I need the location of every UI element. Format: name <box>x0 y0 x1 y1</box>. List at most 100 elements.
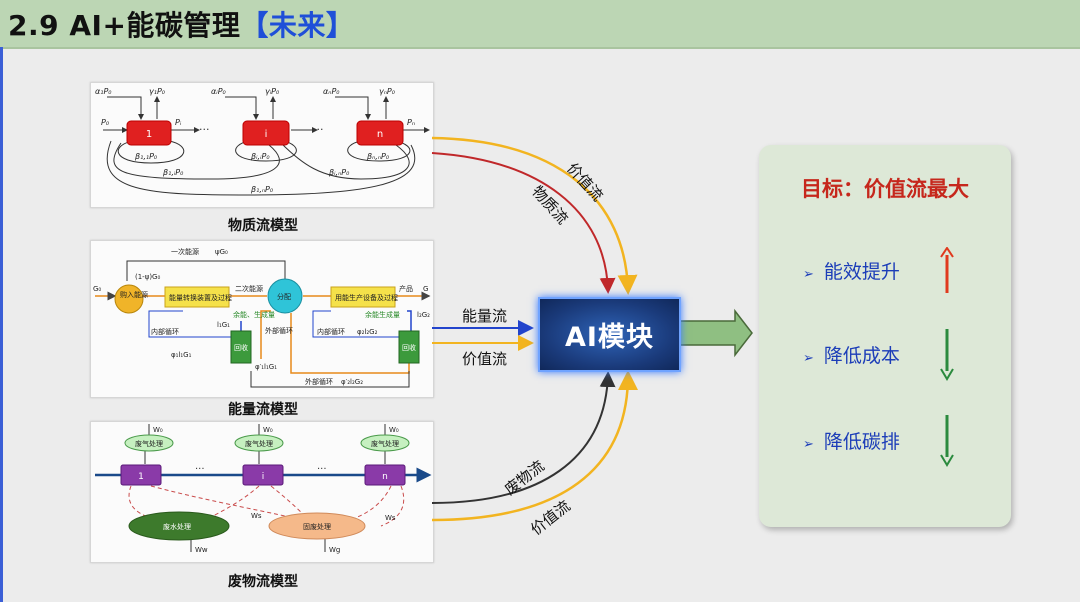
gas-node-1 <box>124 434 174 452</box>
label-outi: γᵢP₀ <box>265 87 280 96</box>
node-i-label: i <box>265 129 268 140</box>
solid-node <box>268 512 366 540</box>
recover-node-1 <box>230 330 252 364</box>
distribute-node <box>267 278 303 314</box>
label-pi: Pᵢ <box>175 118 182 127</box>
waste-dots-2: ··· <box>317 464 327 475</box>
node-i <box>242 120 290 146</box>
waste-node-n <box>364 464 406 486</box>
title-main: 2.9 AI+能碳管理 <box>8 9 241 42</box>
label-convert: 能量转换装置及过程 <box>169 293 232 302</box>
label-secondary: 二次能源 <box>235 284 263 293</box>
energy-flow-caption: 能量流模型 <box>228 402 298 418</box>
label-bnn: βₙ,ₙP₀ <box>366 152 390 161</box>
material-flow-label: 物质流 <box>528 182 572 228</box>
goal-item-label: 降低碳排 <box>823 431 900 453</box>
label-distribute: 分配 <box>277 292 291 301</box>
label-produce: 用能生产设备及过程 <box>335 293 398 302</box>
w0-label-2: W₀ <box>263 426 273 434</box>
gas-label-1: 废气处理 <box>135 439 163 448</box>
gas-node-3 <box>360 434 410 452</box>
label-phi22: φ₂l₂G₂ <box>357 328 378 336</box>
node-n-label: n <box>377 129 383 140</box>
label-phi12: φ′₁l₁G₁ <box>255 363 277 371</box>
goal-item-label: 能效提升 <box>823 261 900 283</box>
w0-label-1: W₀ <box>153 426 163 434</box>
water-label: 废水处理 <box>163 522 191 531</box>
up-arrow-icon <box>940 247 954 293</box>
value-flow-label-mid: 价值流 <box>462 350 508 368</box>
label-inn: αₙP₀ <box>323 87 340 96</box>
waste-dots-1: ··· <box>195 464 205 475</box>
waste-node-1-label: 1 <box>138 472 144 482</box>
node-1 <box>126 120 172 146</box>
goal-item-efficiency: ➢ 能效提升 <box>803 257 900 284</box>
water-node <box>128 511 230 541</box>
goal-item-cost: ➢降低成本 <box>803 341 900 368</box>
ai-module: AI模块 <box>538 297 681 372</box>
goal-item-label: 降低成本 <box>823 345 900 367</box>
energy-flow-label: 能量流 <box>462 307 508 325</box>
goal-card: 目标：价值流最大 ➢ 能效提升 ➢降低成本 ➢ 降低碳排 <box>759 145 1011 527</box>
label-psi: ψG₀ <box>215 248 228 256</box>
label-waste-energy-2: 余能生成量 <box>365 310 400 319</box>
purchase-node <box>114 284 144 314</box>
label-l2g2: l₂G₂ <box>417 311 430 319</box>
material-flow-svg: α₁P₀ γ₁P₀ αᵢP₀ γᵢP₀ αₙP₀ γₙP₀ P₀ Pᵢ Pₙ β… <box>95 87 430 196</box>
value-flow-label-top: 价值流 <box>563 159 607 205</box>
label-primary: 一次能源 <box>171 247 199 256</box>
label-out1: γ₁P₀ <box>149 87 166 96</box>
down-arrow-icon <box>940 415 954 467</box>
goal-item-carbon: ➢ 降低碳排 <box>803 427 900 454</box>
waste-flow-diagram: 废气处理 废气处理 废气处理 W₀ W₀ W₀ Ws Ws Ww Wg 废水处理… <box>90 421 434 563</box>
convert-node <box>164 286 230 308</box>
label-p0: P₀ <box>101 118 110 127</box>
ww-label: Ww <box>195 546 208 554</box>
label-g0: G₀ <box>93 285 101 293</box>
dots-1: ··· <box>199 123 210 136</box>
label-g: G <box>423 285 428 293</box>
down-arrow-icon <box>940 329 954 381</box>
energy-flow-diagram: 一次能源 ψG₀ G₀ G (1-ψ)G₀ 二次能源 产品 余能、生成量 余能生… <box>90 240 434 398</box>
left-accent-line <box>0 47 3 602</box>
waste-node-i-label: i <box>262 472 265 482</box>
label-b1i: β₁,ᵢP₀ <box>162 168 184 177</box>
label-recover-2: 回收 <box>402 343 416 352</box>
label-product: 产品 <box>399 284 413 293</box>
label-outer-cycle-v: 外部循环 <box>265 326 293 335</box>
w0-label-3: W₀ <box>389 426 399 434</box>
wg-label: Wg <box>329 546 340 554</box>
title-highlight: 【未来】 <box>240 9 355 42</box>
bullet-arrow-icon: ➢ <box>803 267 814 282</box>
gas-label-3: 废气处理 <box>371 439 399 448</box>
label-phi2o: φ′₂l₂G₂ <box>341 378 363 386</box>
label-one-minus-psi: (1-ψ)G₀ <box>135 273 160 281</box>
recover-node-2 <box>398 330 420 364</box>
value-flow-label-bottom: 价值流 <box>527 496 574 539</box>
label-l1g1: l₁G₁ <box>217 321 230 329</box>
label-b1n: β₁,ₙP₀ <box>250 185 274 194</box>
waste-node-1 <box>120 464 162 486</box>
bullet-arrow-icon: ➢ <box>803 437 814 452</box>
material-flow-diagram: α₁P₀ γ₁P₀ αᵢP₀ γᵢP₀ αₙP₀ γₙP₀ P₀ Pᵢ Pₙ β… <box>90 82 434 208</box>
label-outer-cycle: 外部循环 <box>305 377 333 386</box>
label-ini: αᵢP₀ <box>211 87 227 96</box>
waste-flow-label: 废物流 <box>501 456 548 499</box>
waste-flow-caption: 废物流模型 <box>228 574 298 590</box>
slide-title: 2.9 AI+能碳管理【未来】 <box>8 4 354 44</box>
waste-node-n-label: n <box>382 472 388 482</box>
label-phi1: φ₁l₁G₁ <box>171 351 192 359</box>
energy-flow-svg: 一次能源 ψG₀ G₀ G (1-ψ)G₀ 二次能源 产品 余能、生成量 余能生… <box>93 247 431 388</box>
label-pn: Pₙ <box>407 118 415 127</box>
solid-label: 固废处理 <box>303 522 331 531</box>
label-outn: γₙP₀ <box>379 87 396 96</box>
label-waste-energy: 余能、生成量 <box>233 310 275 319</box>
goal-title: 目标：价值流最大 <box>801 177 969 201</box>
label-in1: α₁P₀ <box>95 87 112 96</box>
dots-2: ··· <box>313 123 324 136</box>
produce-node <box>330 286 396 308</box>
label-recover: 回收 <box>234 343 248 352</box>
label-inner-cycle: 内部循环 <box>151 327 179 336</box>
ws-label: Ws <box>251 512 262 520</box>
ai-module-label: AI模块 <box>565 322 654 353</box>
